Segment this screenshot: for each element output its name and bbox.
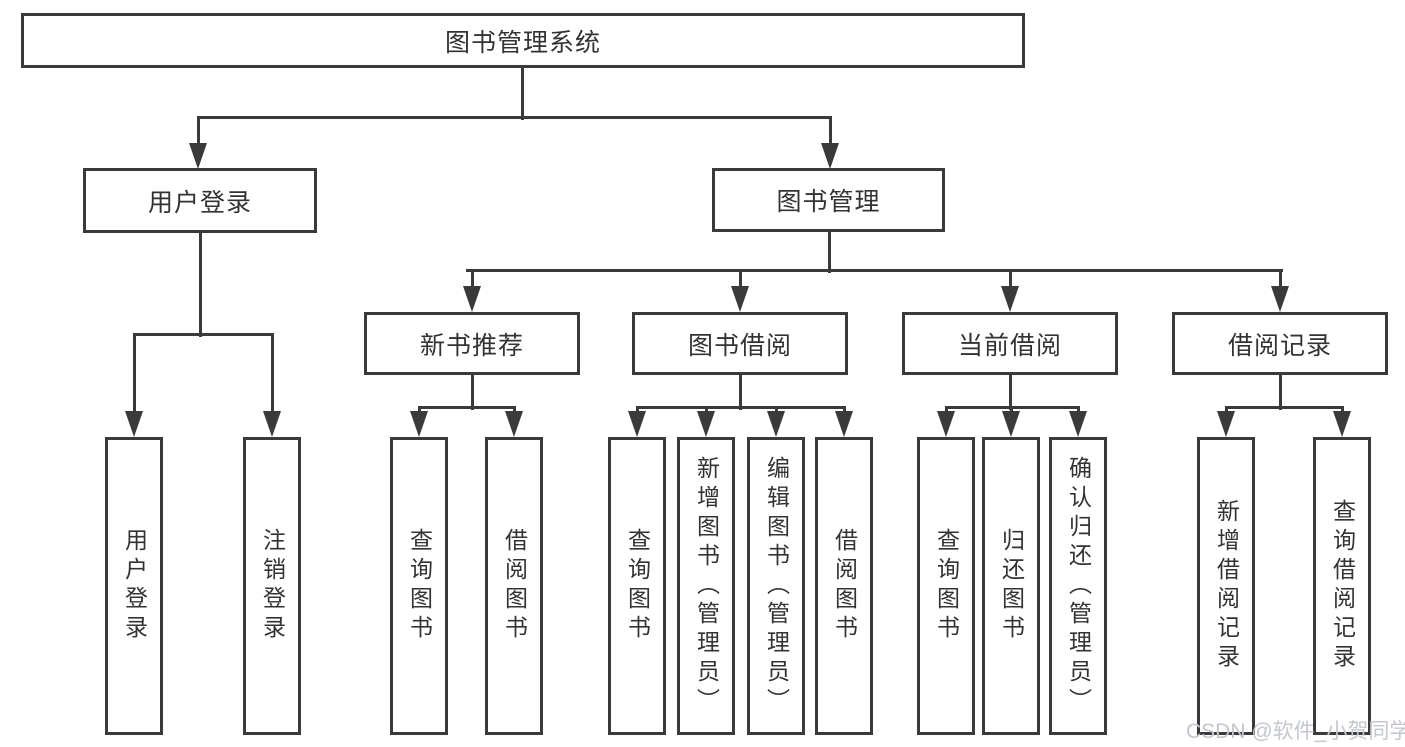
node-label: 用户登录 (147, 188, 252, 217)
node-new-book-recommend: 新书推荐 (364, 312, 580, 375)
leaf-add-book-admin: 新增图书（管理员） (677, 437, 735, 735)
connector-arrowhead-down (1002, 411, 1020, 437)
node-book-borrow: 图书借阅 (632, 312, 848, 375)
connector-hline (417, 405, 516, 409)
leaf-query-books-current: 查询图书 (917, 437, 975, 735)
csdn-watermark: CSDN @软件_小贺同学 (1186, 720, 1405, 743)
connector-hline (1224, 405, 1344, 409)
leaf-query-books-recommend: 查询图书 (390, 437, 448, 735)
node-book-management: 图书管理 (712, 168, 945, 232)
connector-hline (465, 268, 1283, 272)
leaf-query-borrow-record: 查询借阅记录 (1313, 437, 1371, 735)
connector-arrow-stub (196, 117, 200, 147)
node-label: 图书借阅 (687, 331, 792, 360)
leaf-label: 查询图书 (406, 528, 433, 644)
node-label: 图书管理 (776, 188, 881, 216)
connector-vline (198, 231, 202, 337)
leaf-label: 查询借阅记录 (1329, 499, 1356, 673)
leaf-edit-book-admin: 编辑图书（管理员） (747, 437, 805, 735)
connector-arrowhead-down (505, 411, 523, 437)
connector-vline (520, 66, 524, 120)
leaf-logout: 注销登录 (243, 437, 301, 735)
connector-arrowhead-down (731, 286, 749, 312)
connector-arrowhead-down (697, 411, 715, 437)
connector-arrowhead-down (463, 286, 481, 312)
connector-arrowhead-down (821, 143, 839, 169)
connector-arrowhead-down (937, 411, 955, 437)
leaf-label: 注销登录 (259, 528, 286, 644)
leaf-label: 查询图书 (933, 528, 960, 644)
connector-arrowhead-down (1333, 411, 1351, 437)
connector-arrow-stub (132, 334, 136, 415)
leaf-borrow-books: 借阅图书 (815, 437, 873, 735)
leaf-add-borrow-record: 新增借阅记录 (1197, 437, 1255, 735)
leaf-label: 新增图书（管理员） (693, 455, 720, 717)
connector-arrow-stub (270, 334, 274, 415)
connector-vline (738, 373, 742, 410)
connector-hline (196, 115, 832, 119)
leaf-confirm-return-admin: 确认归还（管理员） (1049, 437, 1107, 735)
leaf-label: 新增借阅记录 (1213, 499, 1240, 673)
connector-arrowhead-down (1069, 411, 1087, 437)
leaf-label: 确认归还（管理员） (1065, 455, 1092, 717)
connector-arrowhead-down (835, 411, 853, 437)
connector-arrowhead-down (1001, 286, 1019, 312)
connector-vline (1278, 373, 1282, 410)
connector-arrow-stub (1008, 270, 1012, 290)
leaf-borrow-books-recommend: 借阅图书 (485, 437, 543, 735)
node-label: 当前借阅 (957, 331, 1062, 360)
leaf-label: 借阅图书 (831, 528, 858, 644)
node-current-borrow: 当前借阅 (902, 312, 1118, 375)
connector-arrowhead-down (125, 411, 143, 437)
node-label: 借阅记录 (1227, 331, 1332, 360)
node-borrow-records: 借阅记录 (1172, 312, 1388, 375)
connector-arrowhead-down (189, 143, 207, 169)
leaf-label: 用户登录 (121, 528, 148, 644)
connector-vline (470, 373, 474, 410)
leaf-label: 编辑图书（管理员） (763, 455, 790, 717)
connector-hline (132, 332, 274, 336)
connector-arrow-stub (738, 270, 742, 290)
leaf-query-books-borrow: 查询图书 (608, 437, 666, 735)
leaf-label: 查询图书 (624, 528, 651, 644)
node-library-management-system: 图书管理系统 (21, 13, 1025, 68)
leaf-label: 借阅图书 (501, 528, 528, 644)
connector-arrowhead-down (767, 411, 785, 437)
connector-arrow-stub (470, 270, 474, 290)
connector-arrowhead-down (1271, 286, 1289, 312)
leaf-return-book: 归还图书 (982, 437, 1040, 735)
connector-arrow-stub (828, 117, 832, 147)
connector-vline (1008, 373, 1012, 410)
connector-arrowhead-down (263, 411, 281, 437)
node-label: 新书推荐 (419, 331, 524, 360)
leaf-user-login: 用户登录 (105, 437, 163, 735)
node-label: 图书管理系统 (444, 28, 601, 57)
connector-arrowhead-down (410, 411, 428, 437)
connector-hline (635, 405, 846, 409)
connector-arrowhead-down (628, 411, 646, 437)
leaf-label: 归还图书 (998, 528, 1025, 644)
connector-arrow-stub (1278, 270, 1282, 290)
connector-vline (827, 230, 831, 273)
node-user-login: 用户登录 (83, 168, 317, 233)
connector-arrowhead-down (1217, 411, 1235, 437)
